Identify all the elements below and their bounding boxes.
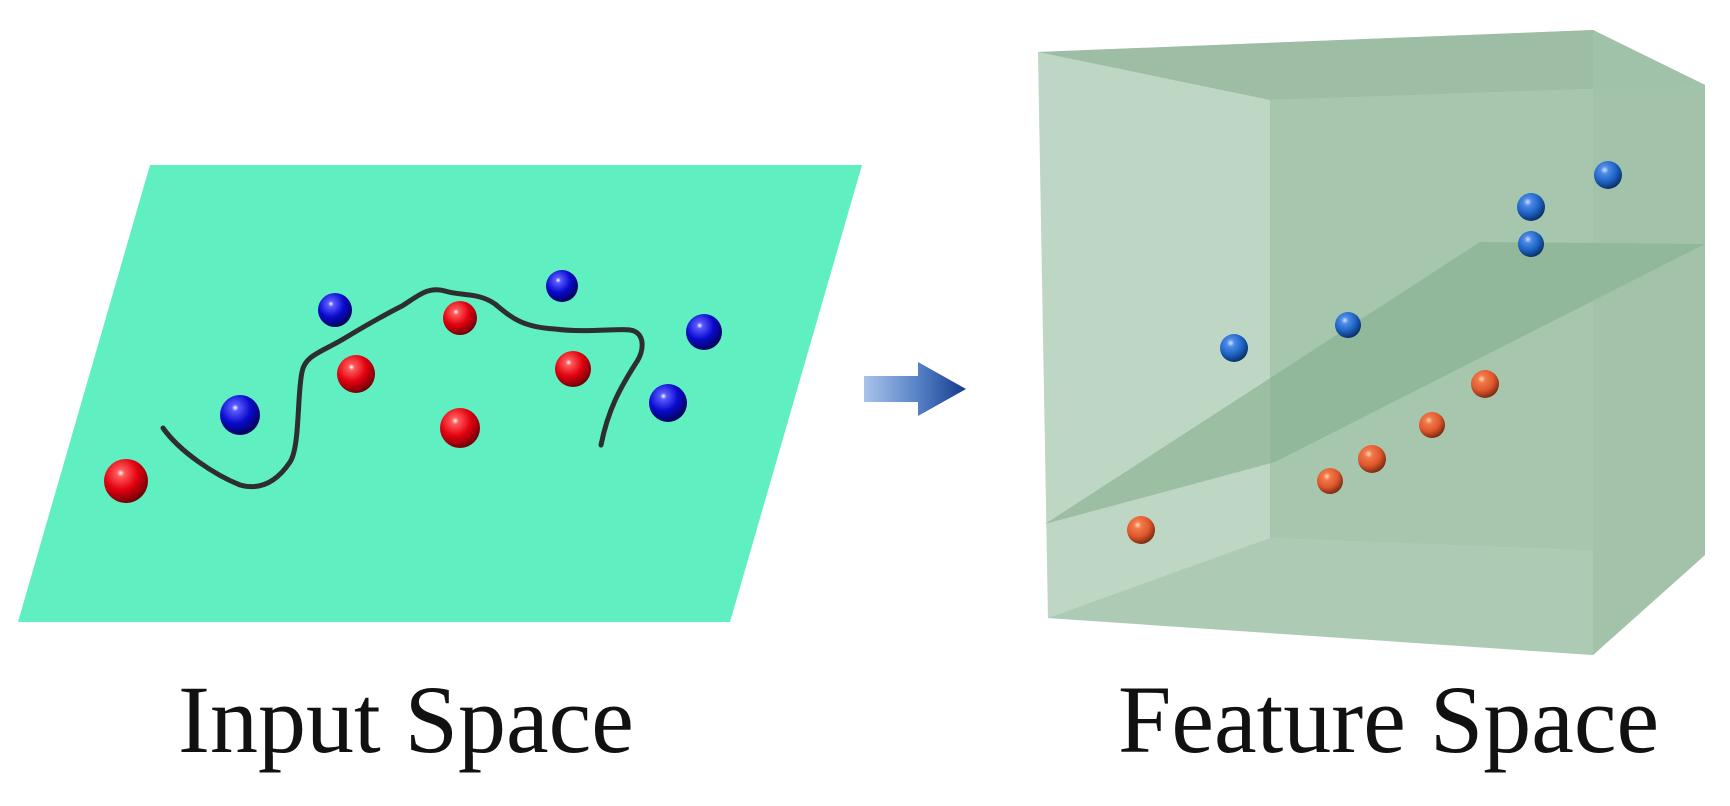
feature-class-b-point [1220, 334, 1248, 362]
feature-class-a-point [1419, 412, 1445, 438]
right-arrow-icon [864, 362, 966, 416]
feature-class-a-point [1471, 370, 1499, 398]
input-space-panel [18, 165, 862, 622]
input-class-b-point [546, 270, 578, 302]
input-class-b-point [318, 293, 352, 327]
input-class-a-point [104, 459, 148, 503]
input-plane [18, 165, 862, 622]
feature-space-caption: Feature Space [1118, 666, 1660, 773]
input-class-a-point [337, 355, 375, 393]
feature-class-b-point [1335, 312, 1361, 338]
feature-class-b-point [1517, 193, 1545, 221]
feature-space-panel [1038, 30, 1705, 655]
input-class-a-point [440, 408, 480, 448]
feature-box-outline [1038, 30, 1705, 655]
feature-class-b-point [1518, 231, 1544, 257]
input-class-b-point [220, 395, 260, 435]
input-class-a-point [443, 301, 477, 335]
feature-class-a-point [1127, 516, 1155, 544]
feature-class-a-point [1317, 468, 1343, 494]
input-space-caption: Input Space [178, 666, 634, 773]
feature-class-b-point [1594, 161, 1622, 189]
feature-class-a-point [1358, 445, 1386, 473]
input-class-b-point [649, 384, 687, 422]
input-class-b-point [686, 314, 722, 350]
nonlinear-decision-boundary [160, 287, 645, 489]
input-class-a-point [555, 351, 591, 387]
